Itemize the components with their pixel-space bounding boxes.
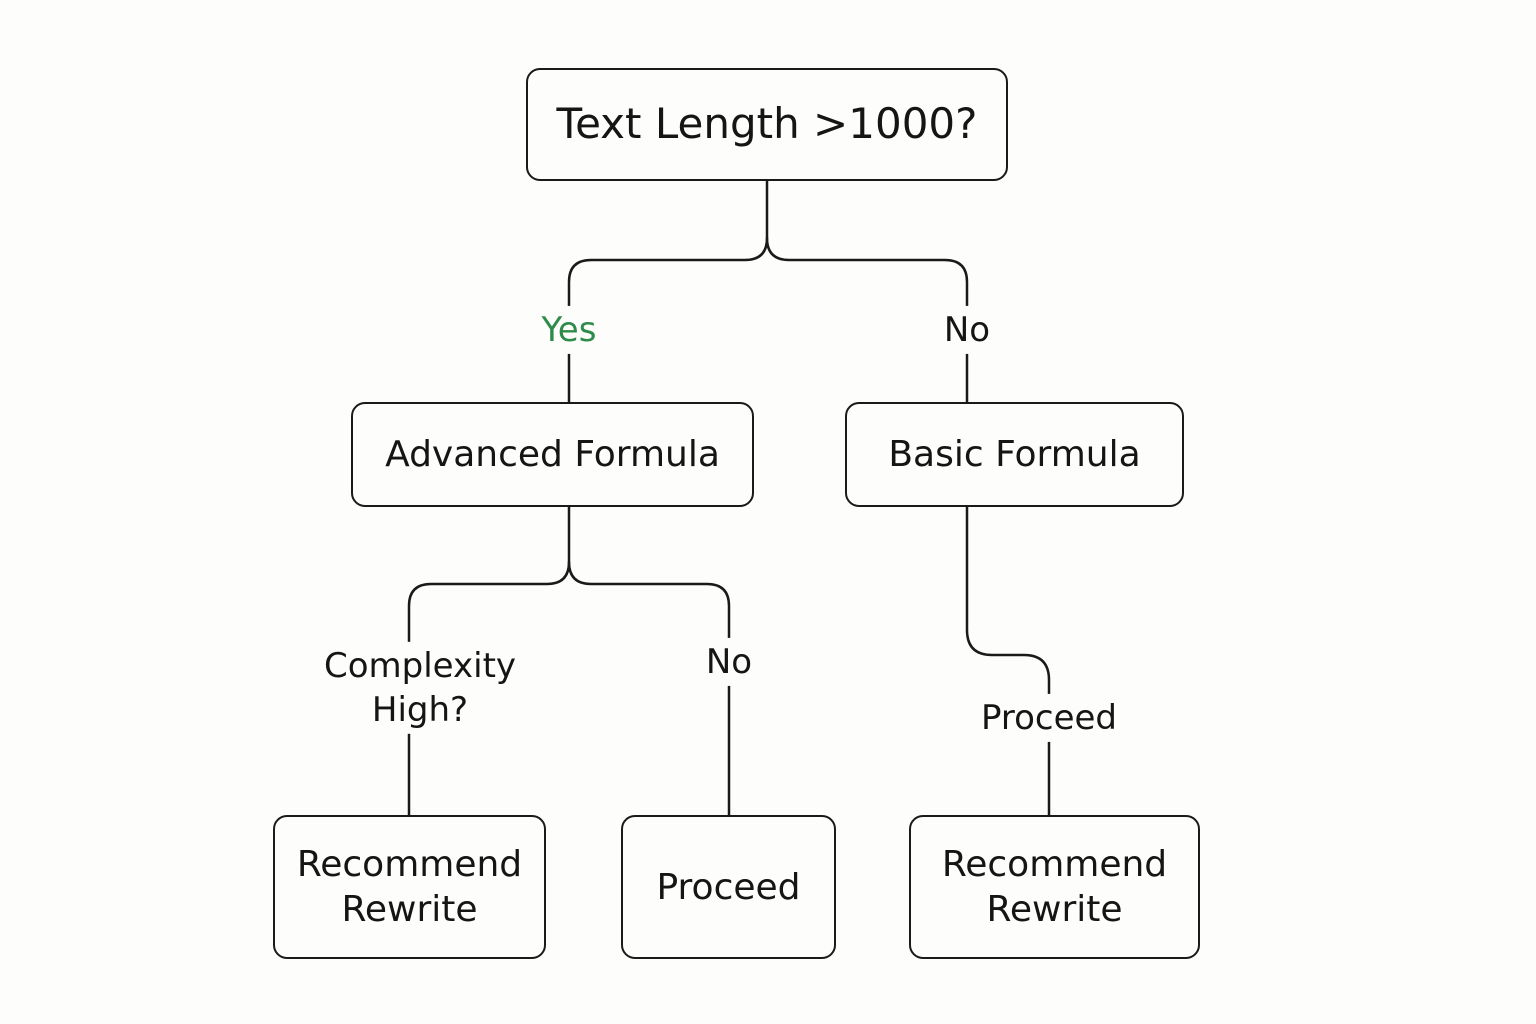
node-advanced-formula-label: Advanced Formula: [385, 434, 720, 475]
node-proceed-label: Proceed: [656, 866, 801, 908]
edge-root-right: [765, 236, 969, 404]
edge-label-no-bottom: No: [701, 637, 757, 687]
node-recommend-rewrite-right-label: Recommend Rewrite: [941, 844, 1168, 930]
edge-advanced-right: [567, 560, 731, 817]
edge-label-proceed: Proceed: [976, 693, 1122, 743]
edge-basic-down: [965, 505, 1051, 817]
node-basic-formula-label: Basic Formula: [888, 434, 1141, 475]
node-proceed: Proceed: [621, 815, 836, 959]
decision-text-length: Text Length >1000?: [526, 68, 1008, 181]
decision-text-length-label: Text Length >1000?: [556, 99, 978, 149]
node-recommend-rewrite-left: Recommend Rewrite: [273, 815, 546, 959]
node-basic-formula: Basic Formula: [845, 402, 1184, 507]
node-recommend-rewrite-right: Recommend Rewrite: [909, 815, 1200, 959]
edge-advanced-left: [407, 505, 571, 817]
edge-root-stem: [567, 179, 769, 404]
edge-label-no-top: No: [939, 305, 995, 355]
edge-label-complexity-high: Complexity High?: [319, 641, 521, 735]
node-advanced-formula: Advanced Formula: [351, 402, 754, 507]
node-recommend-rewrite-left-label: Recommend Rewrite: [296, 844, 523, 930]
edge-label-yes: Yes: [537, 305, 601, 355]
